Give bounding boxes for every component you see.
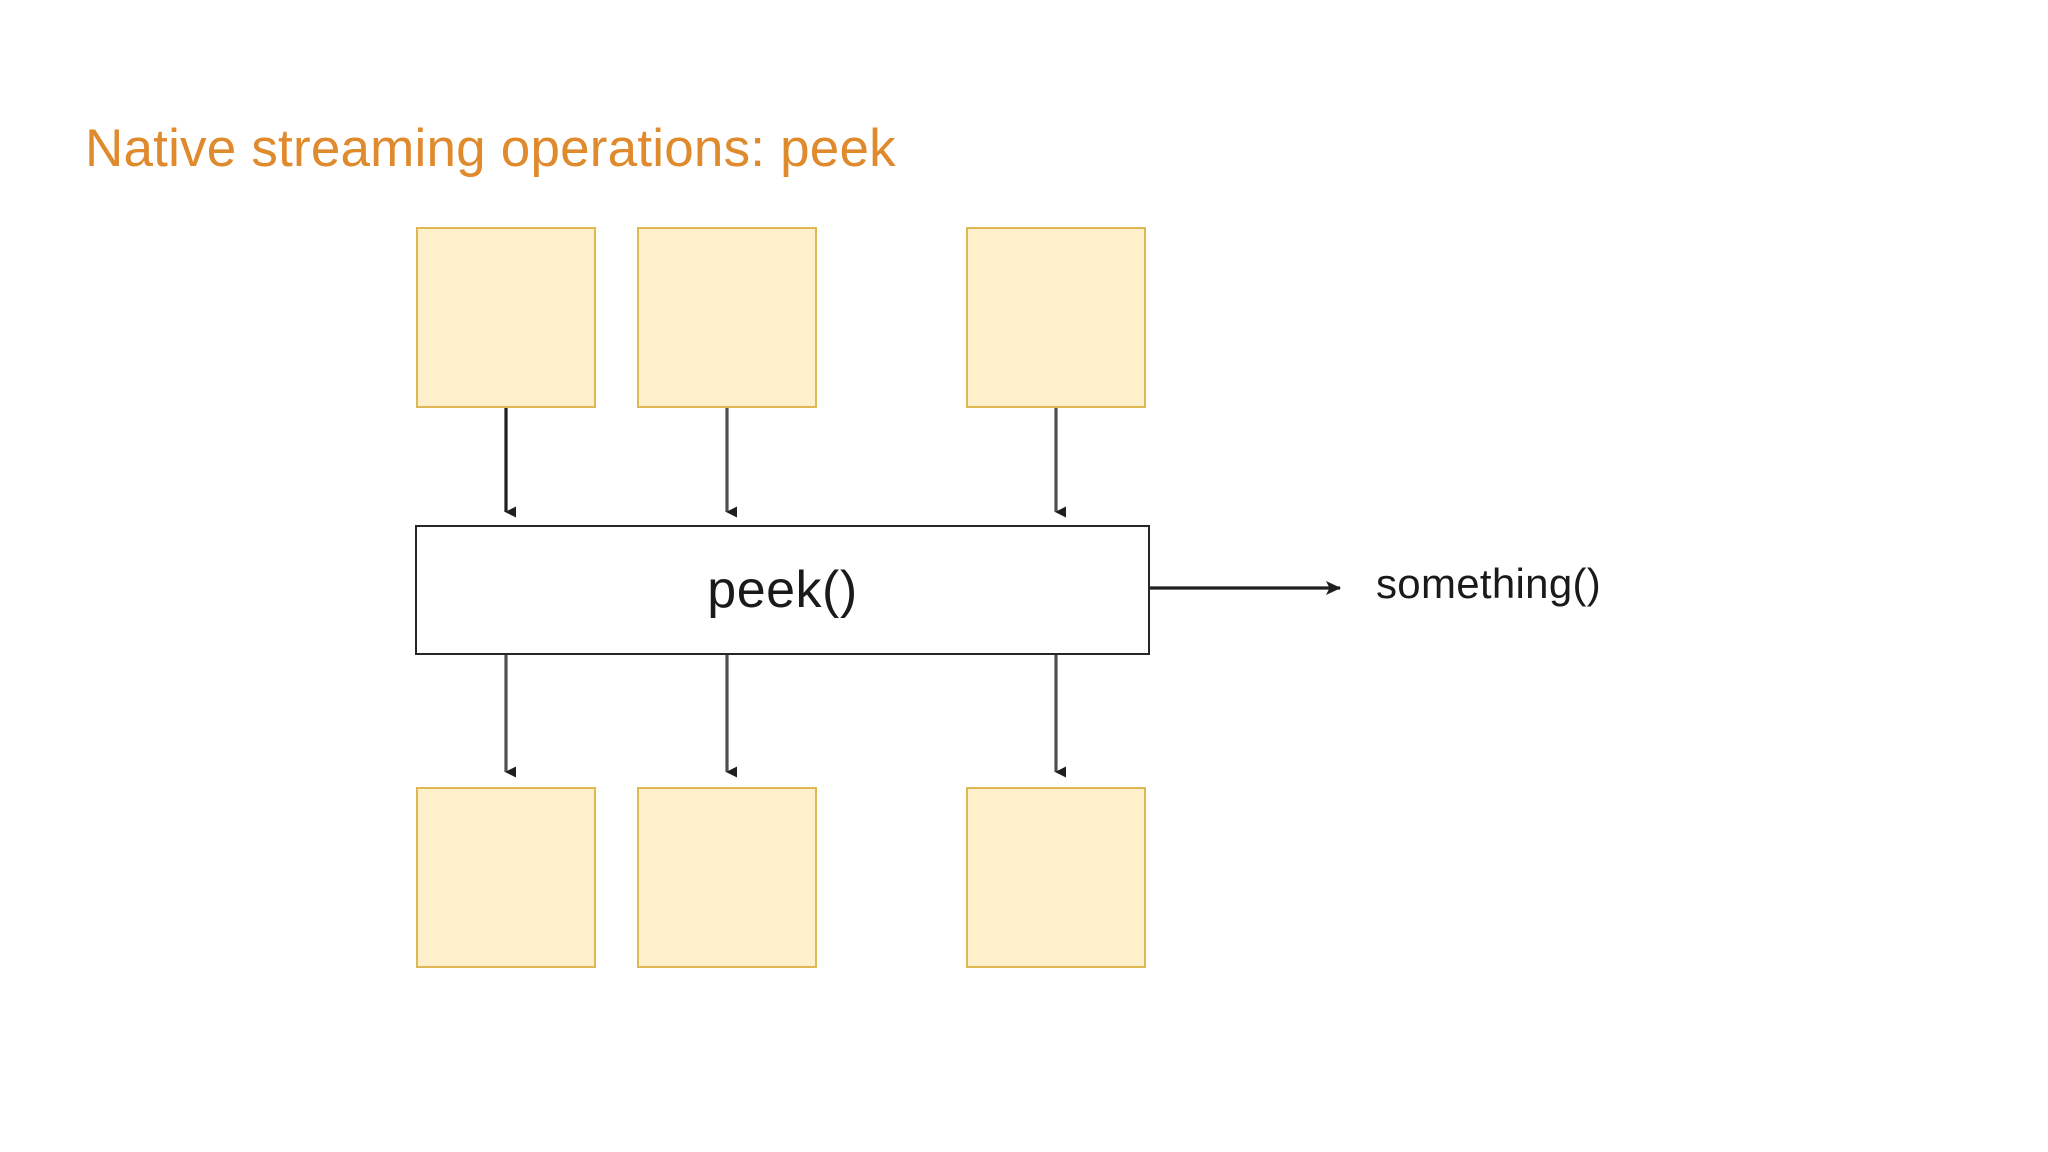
output-element-3 — [966, 787, 1146, 968]
input-element-3 — [966, 227, 1146, 408]
input-element-1 — [416, 227, 596, 408]
input-element-2 — [637, 227, 817, 408]
page-title: Native streaming operations: peek — [85, 119, 896, 178]
output-arrows — [504, 655, 1066, 778]
output-element-2 — [637, 787, 817, 968]
input-arrows — [504, 408, 1066, 518]
something-label: something() — [1376, 560, 1602, 607]
peek-operation-label: peek() — [707, 561, 858, 619]
peek-operation-box[interactable]: peek() — [415, 525, 1150, 655]
output-element-1 — [416, 787, 596, 968]
